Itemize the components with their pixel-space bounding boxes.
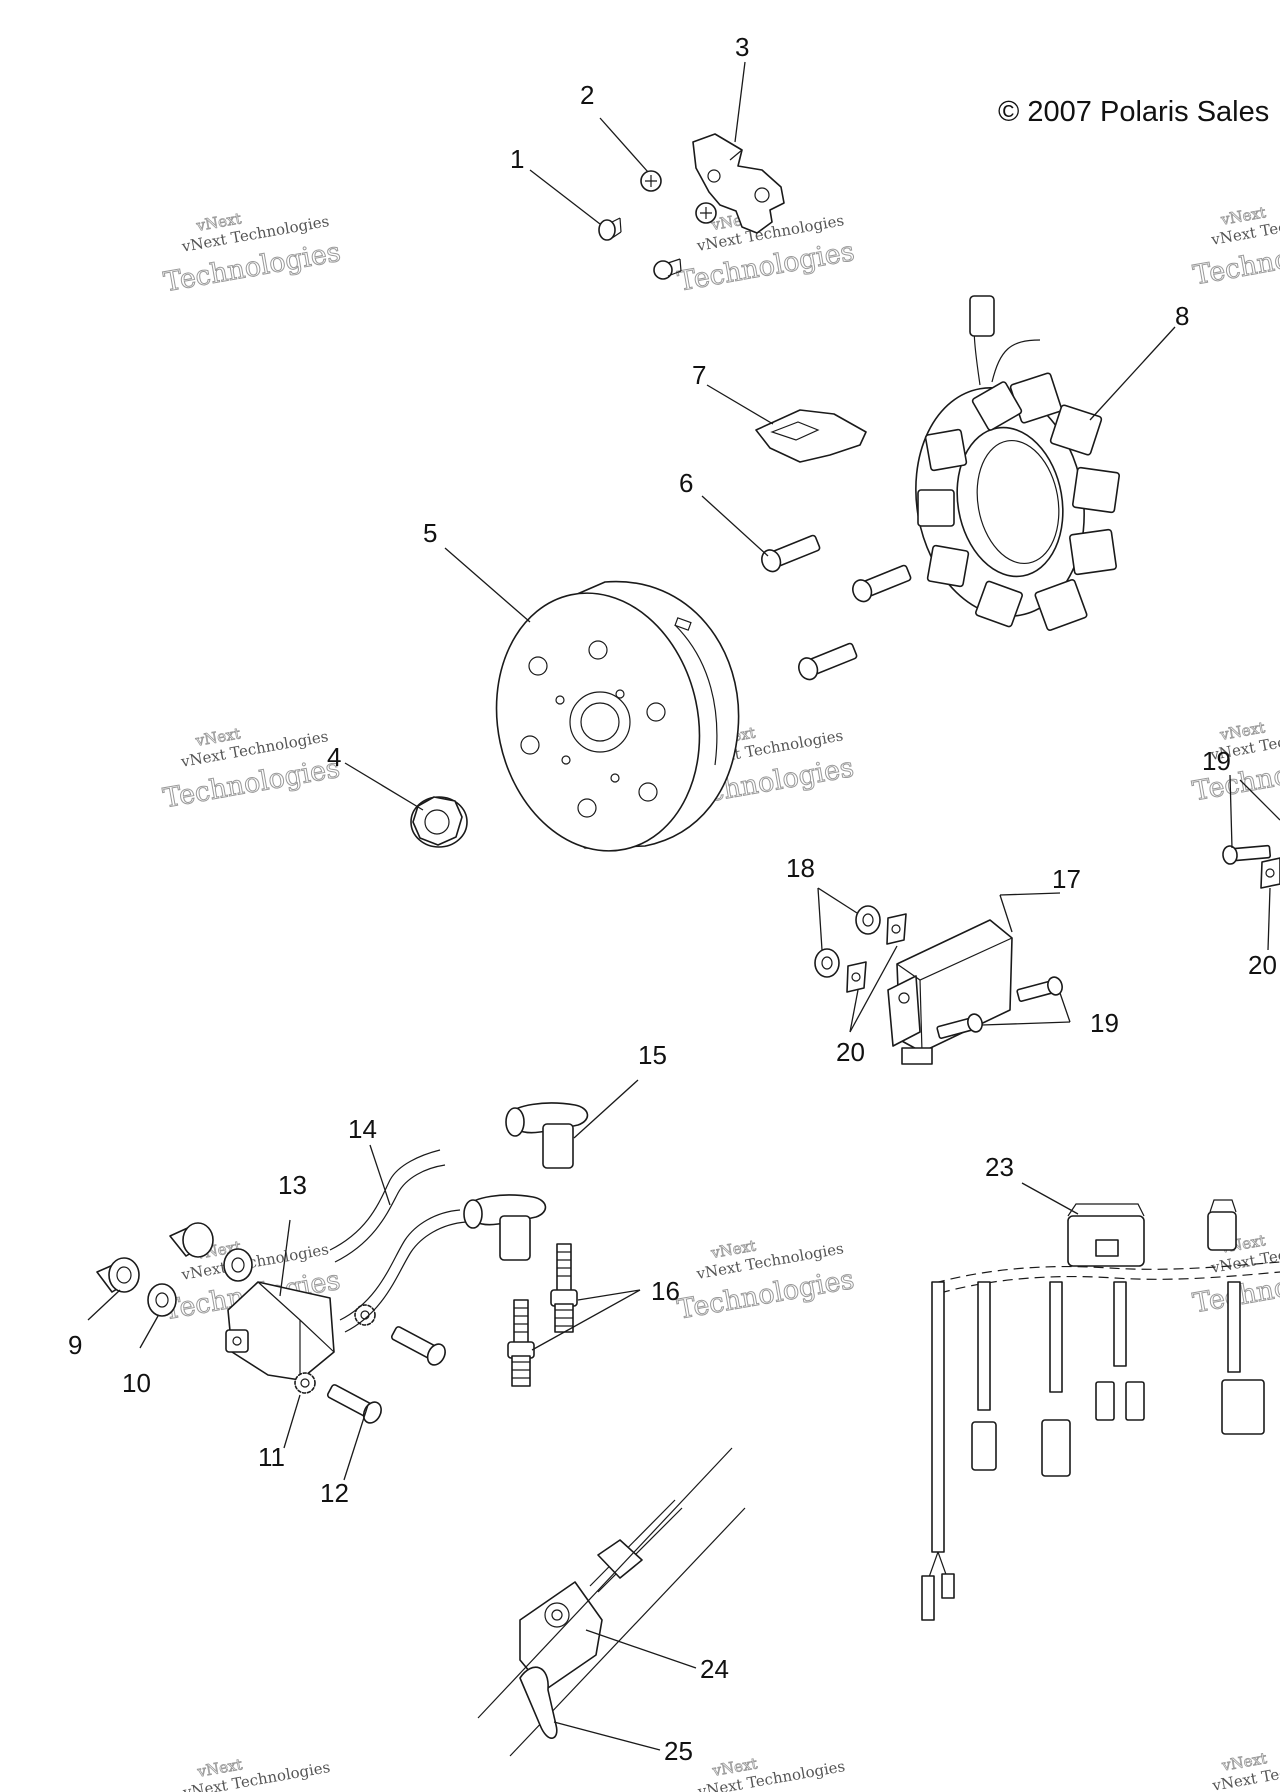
callout-15: 15 <box>638 1040 667 1070</box>
part-6-bolts <box>761 534 912 681</box>
watermark-mid-left: vNext vNext Technologies Technologies <box>160 724 342 815</box>
part-1-screw <box>598 217 622 241</box>
part-9-grommet <box>96 1222 214 1293</box>
callout-2: 2 <box>580 80 594 110</box>
watermark-top-right: vNext vNext Technologies Technologies <box>1190 203 1280 292</box>
callout-6: 6 <box>679 468 693 498</box>
leader-lines <box>87 61 1280 1751</box>
watermark-mid-right: vNext vNext Technologies Technologies <box>1190 718 1280 808</box>
part-3-bracket <box>692 133 785 234</box>
callout-19-right: 19 <box>1202 746 1231 776</box>
part-12-bolts <box>326 1326 446 1424</box>
part-14-spark-leads <box>329 1149 467 1333</box>
callout-25: 25 <box>664 1736 693 1766</box>
part-2-screws <box>640 170 717 280</box>
part-15-plug-caps <box>463 1102 589 1261</box>
callout-23: 23 <box>985 1152 1014 1182</box>
part-7-clip <box>755 409 867 463</box>
part-10-washer <box>147 1248 253 1317</box>
part-17-cdi-module <box>887 919 1013 1065</box>
copyright-notice: © 2007 Polaris Sales <box>998 96 1269 128</box>
callout-20-right: 20 <box>1248 950 1277 980</box>
watermark-bottom-left: vNext vNext Technologies <box>181 1755 332 1792</box>
watermark-low-center: vNext vNext Technologies Technologies <box>675 1236 857 1326</box>
callout-9: 9 <box>68 1330 82 1360</box>
callout-11: 11 <box>258 1442 285 1472</box>
callout-3: 3 <box>735 32 749 62</box>
callout-10: 10 <box>122 1368 151 1398</box>
callout-8: 8 <box>1175 301 1189 331</box>
part-11-lock-washers <box>294 1304 376 1394</box>
watermark-bottom-center: vNext vNext Technologies <box>696 1754 847 1792</box>
part-8-stator <box>915 295 1120 631</box>
part-16-spark-plugs <box>507 1243 578 1387</box>
callout-19: 19 <box>1090 1008 1119 1038</box>
callout-5: 5 <box>423 518 437 548</box>
part-19-bolts <box>936 844 1272 1039</box>
part-24-switch <box>519 1499 683 1691</box>
part-5-flywheel <box>495 580 740 852</box>
watermark-bottom-right: vNext vNext Technologies <box>1210 1749 1280 1792</box>
callout-17: 17 <box>1052 864 1081 894</box>
callout-16: 16 <box>651 1276 680 1306</box>
callout-24: 24 <box>700 1654 729 1684</box>
callout-4: 4 <box>327 742 341 772</box>
part-18-washers <box>814 905 881 978</box>
part-25-handlebar-clamp <box>477 1447 746 1757</box>
callout-18: 18 <box>786 853 815 883</box>
part-23-wiring-harness <box>921 1199 1280 1621</box>
callout-labels: 1 2 3 4 5 6 7 8 9 10 11 12 13 14 15 16 1… <box>68 32 1277 1766</box>
part-20-gaskets <box>846 857 1280 993</box>
callout-1: 1 <box>510 144 524 174</box>
callout-13: 13 <box>278 1170 307 1200</box>
callout-14: 14 <box>348 1114 377 1144</box>
part-13-ignition-coil <box>225 1281 335 1381</box>
watermark-top-left: vNext vNext Technologies Technologies <box>161 209 343 299</box>
callout-12: 12 <box>320 1478 349 1508</box>
callout-20: 20 <box>836 1037 865 1067</box>
part-4-flange-nut <box>410 796 468 848</box>
callout-7: 7 <box>692 360 706 390</box>
